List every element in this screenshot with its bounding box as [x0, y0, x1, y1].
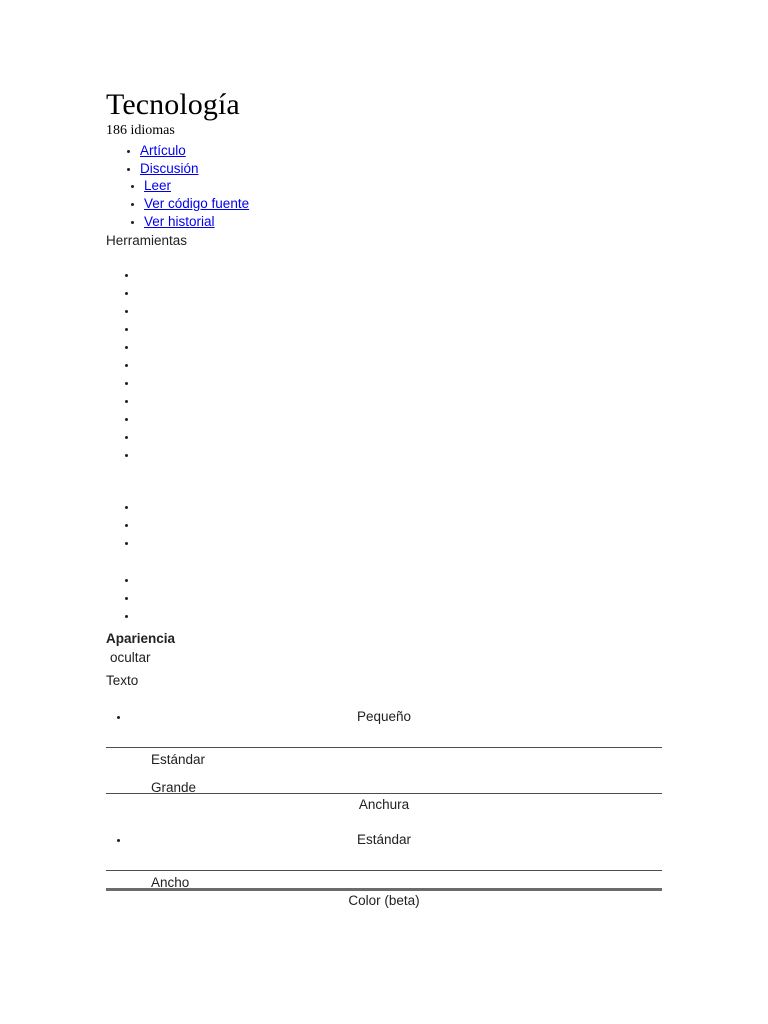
- list-item[interactable]: [138, 446, 678, 464]
- text-size-option-small[interactable]: Pequeño: [356, 709, 412, 724]
- list-item: Artículo: [140, 142, 680, 160]
- text-size-option-large[interactable]: Grande: [151, 780, 197, 795]
- tools-group-print-export: [106, 498, 678, 552]
- list-item[interactable]: [138, 516, 678, 534]
- tools-group-other-projects: [106, 571, 678, 625]
- namespace-tab-list: Artículo Discusión: [106, 142, 680, 178]
- list-item: Discusión: [140, 160, 680, 178]
- tab-read[interactable]: Leer: [144, 178, 172, 193]
- tools-group-general: [106, 266, 678, 464]
- width-option-list: Estándar: [106, 830, 686, 850]
- width-section-label: Anchura: [358, 797, 410, 812]
- list-item[interactable]: [138, 498, 678, 516]
- tab-view-history[interactable]: Ver historial: [144, 214, 215, 229]
- view-tab-list: Leer Ver código fuente Ver historial: [106, 177, 684, 231]
- list-item[interactable]: [138, 302, 678, 320]
- text-size-section-label: Texto: [106, 673, 139, 688]
- divider: [106, 870, 662, 871]
- color-section-label: Color (beta): [348, 893, 420, 908]
- divider: [106, 747, 662, 748]
- list-item[interactable]: [138, 266, 678, 284]
- list-item[interactable]: Estándar: [130, 830, 686, 850]
- list-item[interactable]: [138, 284, 678, 302]
- text-size-option-list: Pequeño: [106, 707, 686, 727]
- page-title: Tecnología: [106, 88, 240, 121]
- list-item: Ver historial: [144, 213, 684, 231]
- language-count[interactable]: 186 idiomas: [106, 123, 175, 138]
- width-option-wide[interactable]: Ancho: [151, 875, 190, 890]
- list-item[interactable]: [138, 534, 678, 552]
- text-size-option-standard[interactable]: Estándar: [151, 752, 206, 767]
- tools-heading[interactable]: Herramientas: [106, 233, 188, 248]
- list-item: Ver código fuente: [144, 195, 684, 213]
- tab-discussion[interactable]: Discusión: [140, 161, 199, 176]
- list-item[interactable]: [138, 589, 678, 607]
- list-item: Leer: [144, 177, 684, 195]
- list-item[interactable]: [138, 410, 678, 428]
- list-item[interactable]: [138, 320, 678, 338]
- list-item[interactable]: [138, 428, 678, 446]
- appearance-heading: Apariencia: [106, 631, 176, 646]
- list-item[interactable]: [138, 607, 678, 625]
- list-item[interactable]: [138, 356, 678, 374]
- title-block: Tecnología 186 idiomas: [106, 88, 666, 139]
- list-item[interactable]: [138, 338, 678, 356]
- divider: [106, 793, 662, 794]
- list-item[interactable]: [138, 392, 678, 410]
- width-option-standard[interactable]: Estándar: [356, 832, 412, 847]
- list-item[interactable]: Pequeño: [130, 707, 686, 727]
- tab-article[interactable]: Artículo: [140, 143, 186, 158]
- divider-thick: [106, 888, 662, 891]
- tab-view-source[interactable]: Ver código fuente: [144, 196, 250, 211]
- list-item[interactable]: [138, 374, 678, 392]
- appearance-hide-toggle[interactable]: ocultar: [110, 650, 151, 665]
- list-item[interactable]: [138, 571, 678, 589]
